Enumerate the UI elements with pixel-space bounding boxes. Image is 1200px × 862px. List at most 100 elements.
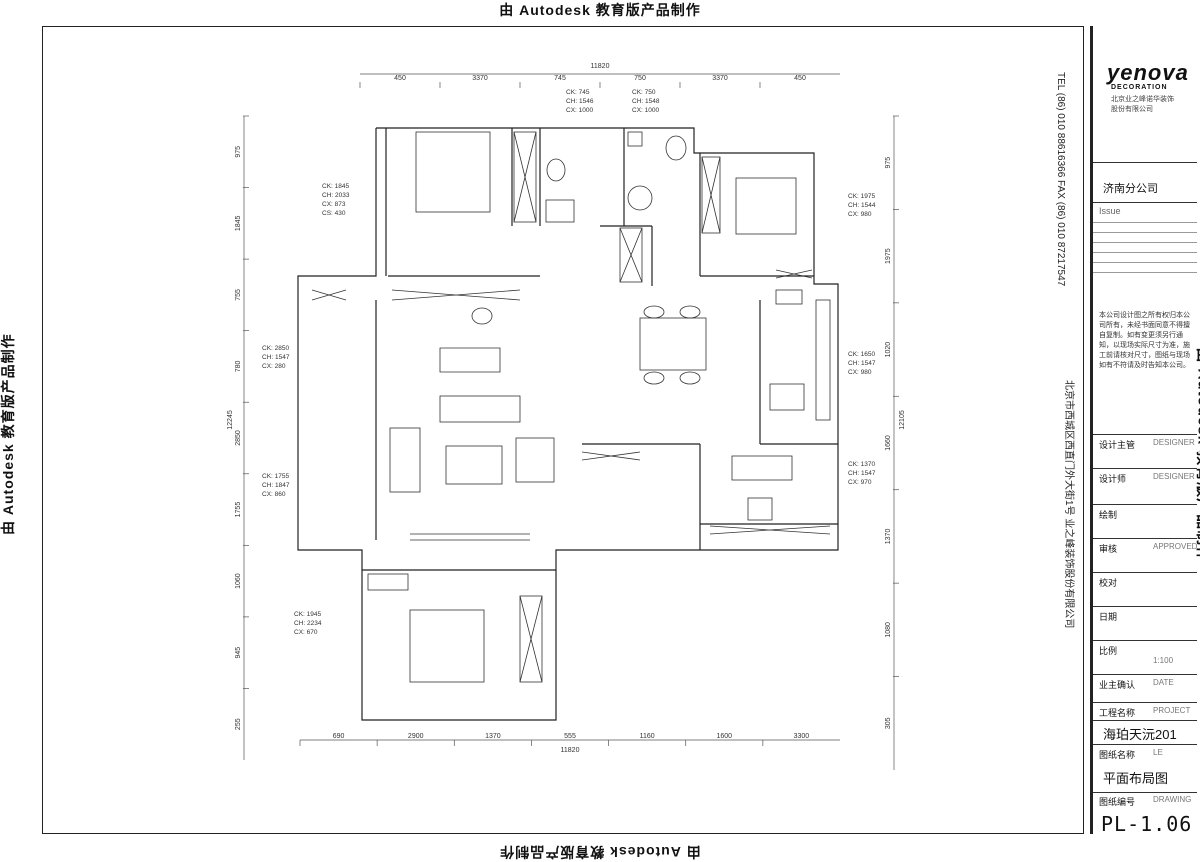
title-field-label: 日期 (1099, 612, 1118, 622)
drawing-name: 平面布局图 (1103, 771, 1169, 786)
title-field-value: DESIGNER (1153, 472, 1195, 481)
sheet-no-value: DRAWING (1153, 795, 1192, 804)
notice-text: 本公司设计图之所有权归本公司所有，未经书面同意不得擅自复制。如有变更须另行通知，… (1099, 312, 1190, 369)
title-field-value: DATE (1153, 678, 1174, 687)
bottom-dimension-label: 1160 (640, 733, 655, 740)
bottom-dimension-label: 555 (564, 733, 576, 740)
title-field-value: 1:100 (1153, 656, 1174, 665)
left-dimension-label: 1060 (235, 573, 242, 589)
company-name-line2: 股份有限公司 (1111, 106, 1153, 113)
title-field-label: 校对 (1099, 578, 1118, 588)
room-tag-line: CH: 1547 (848, 360, 876, 367)
company-name-line1: 北京业之峰诺华装饰 (1111, 96, 1174, 103)
title-field-divider (1093, 538, 1197, 539)
plan-walls (297, 127, 839, 721)
right-dimension-label: 1370 (885, 529, 892, 545)
room-tag-line: CX: 970 (848, 479, 872, 486)
right-dimension-label: 305 (885, 717, 892, 729)
room-tag-line: CS: 430 (322, 210, 346, 217)
left-dimension-label: 2850 (235, 430, 242, 446)
title-field-divider (1093, 434, 1197, 435)
title-field-divider (1093, 702, 1197, 703)
room-tag-line: CH: 1544 (848, 202, 876, 209)
title-field-divider (1093, 468, 1197, 469)
title-field-label: 业主确认 (1099, 680, 1136, 690)
room-tag-line: CX: 980 (848, 211, 872, 218)
room-tag-line: CH: 2234 (294, 620, 322, 627)
top-total-dim: 11820 (591, 63, 610, 70)
left-dimension-label: 975 (235, 146, 242, 158)
room-tag-line: CX: 1000 (632, 107, 659, 114)
bottom-dimension-label: 690 (333, 733, 345, 740)
room-tag-line: CK: 1845 (322, 183, 349, 190)
room-tag-line: CK: 1755 (262, 473, 289, 480)
title-field-label: 工程名称 (1099, 708, 1136, 718)
right-total-dim: 12105 (899, 410, 906, 430)
bottom-total-dim: 11820 (561, 747, 580, 754)
room-tag-line: CK: 745 (566, 89, 590, 96)
project-name: 海珀天沅201 (1103, 727, 1177, 742)
left-dimension-label: 255 (235, 718, 242, 730)
room-tag-line: CK: 2850 (262, 345, 289, 352)
left-dimension-label: 945 (235, 647, 242, 659)
bottom-dimension-label: 1370 (485, 733, 501, 740)
top-dimension-label: 745 (554, 75, 566, 82)
title-field-divider (1093, 606, 1197, 607)
title-field-value: DESIGNER (1153, 438, 1195, 447)
title-field-divider (1093, 674, 1197, 675)
left-total-dim: 12245 (227, 410, 234, 430)
room-tag-line: CX: 873 (322, 201, 346, 208)
issue-label: Issue (1099, 206, 1121, 216)
title-block: yenova DECORATION 北京业之峰诺华装饰 股份有限公司 济南分公司… (1090, 26, 1198, 836)
room-tag-line: CH: 1547 (262, 354, 290, 361)
room-tag-line: CX: 980 (848, 369, 872, 376)
left-dimension-label: 755 (235, 289, 242, 301)
room-tag-line: CX: 670 (294, 629, 318, 636)
company-contact-line: TEL (86) 010 88616366 FAX (86) 010 87217… (1055, 72, 1066, 287)
top-dimension-label: 3370 (712, 75, 728, 82)
drawing-name-value: LE (1153, 748, 1163, 757)
room-tag-line: CK: 1370 (848, 461, 875, 468)
top-dimension-label: 450 (794, 75, 806, 82)
top-dimension-label: 3370 (472, 75, 488, 82)
company-logo: yenova (1107, 60, 1189, 85)
room-tag-line: CX: 1000 (566, 107, 593, 114)
room-tag-line: CH: 1547 (848, 470, 876, 477)
room-tag-line: CK: 1975 (848, 193, 875, 200)
plan-furniture (311, 131, 831, 683)
title-field-value: APPROVED (1153, 542, 1198, 551)
right-dimension-label: 1660 (885, 435, 892, 451)
right-dimension-label: 975 (885, 157, 892, 169)
room-tag-line: CX: 860 (262, 491, 286, 498)
company-logo-sub: DECORATION (1111, 84, 1168, 91)
top-dimension-label: 750 (634, 75, 646, 82)
room-tag-line: CH: 1548 (632, 98, 660, 105)
room-tag-line: CK: 750 (632, 89, 656, 96)
title-field-label: 审核 (1099, 544, 1118, 554)
sheet-no-label: 图纸编号 (1099, 797, 1136, 807)
right-dimension-label: 1020 (885, 342, 892, 358)
title-field-value: PROJECT (1153, 706, 1191, 715)
title-field-divider (1093, 640, 1197, 641)
drawing-sheet-border (42, 26, 1084, 834)
title-field-divider (1093, 504, 1197, 505)
bottom-dimension-label: 2900 (408, 733, 424, 740)
room-tag-line: CK: 1650 (848, 351, 875, 358)
right-dimension-label: 1080 (885, 622, 892, 638)
drawing-name-label: 图纸名称 (1099, 750, 1136, 760)
title-field-label: 设计师 (1099, 474, 1127, 484)
dimension-lines (243, 73, 895, 770)
title-field-label: 比例 (1099, 646, 1118, 656)
top-dimension-label: 450 (394, 75, 406, 82)
company-address-line: 北京市西城区西直门外大街1号 业之峰装饰股份有限公司 (1063, 380, 1074, 629)
right-dimension-label: 1975 (885, 248, 892, 264)
left-dimension-label: 780 (235, 361, 242, 373)
branch-name: 济南分公司 (1103, 183, 1158, 195)
room-tag-line: CH: 2033 (322, 192, 350, 199)
room-tag-line: CX: 280 (262, 363, 286, 370)
sheet-number: PL-1.06 (1101, 812, 1193, 836)
left-dimension-label: 1755 (235, 502, 242, 518)
bottom-dimension-label: 3300 (794, 733, 810, 740)
title-field-label: 绘制 (1099, 510, 1118, 520)
